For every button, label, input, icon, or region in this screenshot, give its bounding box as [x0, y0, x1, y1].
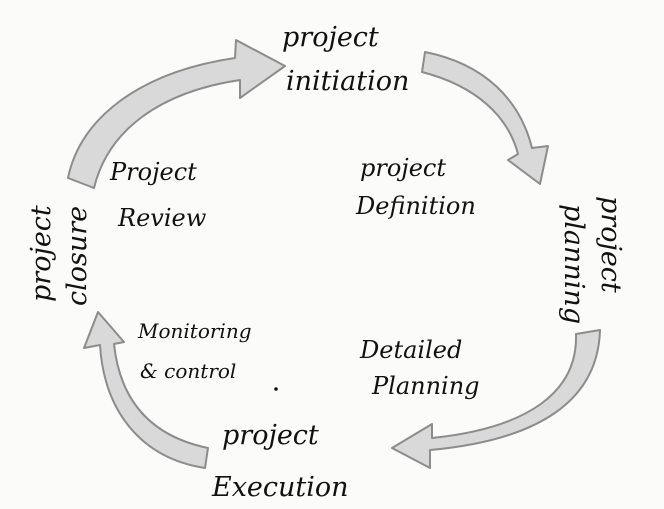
stage-closure: project closure	[26, 205, 93, 306]
pen-dot	[274, 387, 278, 391]
stage-planning-line2: planning	[558, 204, 589, 324]
substep-monitoring: Monitoring & control	[137, 319, 252, 383]
substep-detailed-planning-line2: Planning	[371, 372, 480, 400]
substep-definition-line1: project	[360, 154, 446, 182]
arrow-initiation-to-planning	[421, 51, 549, 185]
stage-initiation-line2: initiation	[286, 66, 409, 97]
stage-planning: project planning	[558, 196, 626, 324]
arrow-planning-to-execution	[391, 329, 601, 469]
substep-detailed-planning-line1: Detailed	[359, 336, 462, 364]
stage-closure-line1: project	[26, 205, 57, 302]
substep-definition: project Definition	[355, 154, 476, 220]
stage-initiation-line1: project	[282, 22, 379, 53]
stage-planning-line1: project	[595, 196, 626, 293]
stage-execution-line2: Execution	[211, 472, 349, 503]
stage-execution-line1: project	[222, 420, 319, 451]
substep-review-line1: Project	[109, 158, 197, 186]
substep-review-line2: Review	[117, 204, 207, 232]
substep-review: Project Review	[109, 158, 207, 232]
substep-definition-line2: Definition	[355, 192, 476, 220]
stage-closure-line2: closure	[62, 206, 93, 306]
arrow-execution-to-closure	[83, 311, 209, 469]
arrow-closure-to-initiation	[67, 39, 286, 189]
substep-monitoring-line1: Monitoring	[137, 319, 252, 343]
stage-initiation: project initiation	[282, 22, 409, 97]
cycle-arrows	[67, 39, 601, 469]
stage-execution: project Execution	[211, 420, 349, 503]
substep-detailed-planning: Detailed Planning	[359, 336, 480, 400]
substep-monitoring-line2: & control	[140, 359, 236, 383]
